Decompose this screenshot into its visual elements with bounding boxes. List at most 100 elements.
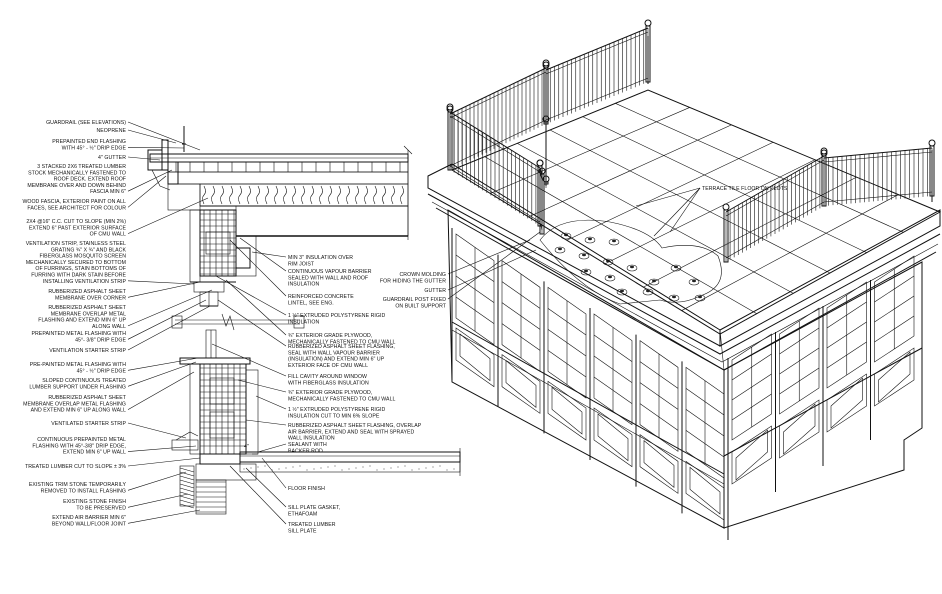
- base-panel: [639, 434, 679, 494]
- callout-line: EXTEND 6" PAST EXTERIOR SURFACE: [29, 225, 127, 231]
- wall-section-detail: 4": [127, 121, 461, 525]
- callout-line: ¾" EXTERIOR GRADE PLYWOOD,: [288, 390, 372, 396]
- terrace-tile-grid: [484, 103, 904, 314]
- left-leaders: [127, 121, 213, 524]
- callout-line: 45°- 3/8" DRIP EDGE: [75, 337, 126, 343]
- plot-support: [578, 252, 590, 260]
- callout-line: 45° - ½" DRIP EDGE: [77, 367, 127, 374]
- left-callout: 4" GUTTER: [98, 155, 126, 161]
- left-callout-labels: GUARDRAIL (SEE ELEVATIONS)NEOPRENEPREPAI…: [22, 120, 126, 527]
- callout-line: EXTERIOR FACE OF CMU WALL: [288, 363, 368, 369]
- window: [639, 340, 679, 452]
- callout-line: FOR HIDING THE GUTTER: [380, 278, 446, 284]
- callout-line: MECHANICALLY SECURED TO BOTTOM: [26, 260, 126, 266]
- plot-support: [580, 268, 592, 276]
- callout-line: MEMBRANE OVERLAP METAL: [51, 311, 126, 317]
- plot-support: [602, 258, 614, 266]
- callout-line: OF FURRINGS, STAIN BOTTOMS OF: [35, 266, 126, 272]
- base-panel: [826, 373, 867, 433]
- break-lines: [171, 313, 305, 331]
- callout-line: BEYOND WALL/FLOOR JOINT: [52, 521, 127, 527]
- base-panel: [731, 425, 772, 485]
- callout-line: (INSULATION) AND EXTEND MIN 6" UP: [288, 357, 385, 363]
- plot-support: [688, 278, 700, 286]
- dimension-label: 4": [244, 444, 249, 450]
- right-facade-windows: [723, 255, 923, 518]
- callout-line: INSULATION CUT TO MIN 6% SLOPE: [288, 413, 380, 419]
- skylight-area: [539, 219, 722, 305]
- right-facade: [723, 261, 923, 529]
- callout-line: TREATED LUMBER CUT TO SLOPE ± 3%: [25, 464, 126, 470]
- callout-line: 1 ½" EXTRUDED POLYSTYRENE RIGID: [288, 312, 385, 319]
- callout-line: MEMBRANE OVER CORNER: [55, 295, 126, 301]
- guardrails: [446, 19, 936, 263]
- callout-line: WITH 45° - ½" DRIP EDGE: [62, 144, 127, 151]
- callout-line: MEMBRANE OVERLAP METAL FLASHING: [23, 401, 126, 407]
- callout-line: 4" GUTTER: [98, 155, 126, 161]
- crown-molding: [427, 163, 941, 371]
- right-callout: ¾" EXTERIOR GRADE PLYWOOD,MECHANICALLY F…: [288, 390, 396, 402]
- callout-line: MEMBRANE OVER AND DOWN BEHIND: [27, 183, 126, 189]
- callout-line: FLASHING WITH 45°-3/8" DRIP EDGE,: [32, 443, 126, 449]
- callout-line: WITH FIBERGLASS INSULATION: [288, 380, 369, 386]
- left-callout: TREATED LUMBER CUT TO SLOPE ± 3%: [25, 464, 126, 470]
- callout-line: ¾" EXTERIOR GRADE PLYWOOD,: [288, 333, 372, 339]
- callout-line: EXTEND MIN 6" UP WALL: [63, 450, 126, 456]
- upper-cmu-wall: [189, 209, 257, 307]
- callout-line: MECHANICALLY FASTENED TO CMU WALL: [288, 339, 396, 345]
- iso-callout-labels: TERRACE TILE FLOOR ON PLOTS CROWN MOLDING…: [380, 186, 788, 309]
- callout-line: FACES, SEE ARCHITECT FOR COLOUR: [27, 205, 126, 211]
- callout-line: INSULATION: [288, 319, 319, 325]
- left-facade-windows: [451, 228, 729, 540]
- callout-line: ON BUILT SUPPORT: [395, 303, 446, 309]
- callout-line: VENTILATED STARTER STRIP: [51, 421, 126, 427]
- callout-line: ROOF DECK. EXTEND ROOF: [54, 177, 126, 183]
- roof-assembly: [149, 145, 413, 240]
- plot-support: [648, 278, 660, 286]
- callout-line: INSULATION: [288, 282, 319, 288]
- callout-line: CROWN MOLDING: [400, 272, 446, 278]
- callout-line: AND EXTEND MIN 6" UP ALONG WALL: [31, 408, 126, 414]
- callout-line: FILL CAVITY AROUND WINDOW: [288, 374, 367, 380]
- window: [593, 313, 633, 426]
- callout-line: CONTINUOUS VAPOUR BARRIER: [288, 269, 372, 275]
- fascia-gutter: [147, 126, 201, 211]
- window: [779, 307, 820, 415]
- callout-line: MECHANICALLY FASTENED TO CMU WALL: [288, 396, 396, 402]
- callout-line: PREPAINTED END FLASHING: [52, 139, 126, 145]
- callout-line: INSTALLING VENTILATION STRIP: [43, 279, 127, 285]
- callout-line: LINTEL, SEE ENG.: [288, 300, 334, 306]
- right-callout: SILL PLATE GASKET,ETHAFOAM: [288, 505, 340, 517]
- callout-line: TREATED LUMBER: [288, 522, 336, 528]
- callout-line: RIM JOIST: [288, 261, 315, 267]
- callout-line: STOCK MECHANICALLY FASTENED TO: [28, 170, 126, 176]
- callout-line: BACKER ROD: [288, 448, 323, 454]
- callout-line: FASCIA MIN 6": [90, 189, 126, 195]
- callout-line: EXTEND AIR BARRIER MIN 6": [52, 515, 126, 521]
- left-callout: EXTEND AIR BARRIER MIN 6"BEYOND WALL/FLO…: [52, 515, 127, 527]
- callout-line: GRATING ¾" X ¾" AND BLACK: [51, 247, 127, 253]
- callout-line: TERRACE TILE FLOOR ON PLOTS: [702, 186, 788, 192]
- right-callout: RUBBERIZED ASPHALT SHEET FLASHING,SEAL W…: [288, 344, 395, 369]
- callout-line: SILL PLATE: [288, 528, 317, 534]
- callout-line: SILL PLATE GASKET,: [288, 505, 340, 511]
- terrace-plots: [554, 232, 706, 302]
- callout-line: EXISTING STONE FINISH: [63, 499, 126, 505]
- callout-line: MIN 3" INSULATION OVER: [288, 255, 353, 261]
- right-callout: ¾" EXTERIOR GRADE PLYWOOD,MECHANICALLY F…: [288, 333, 396, 345]
